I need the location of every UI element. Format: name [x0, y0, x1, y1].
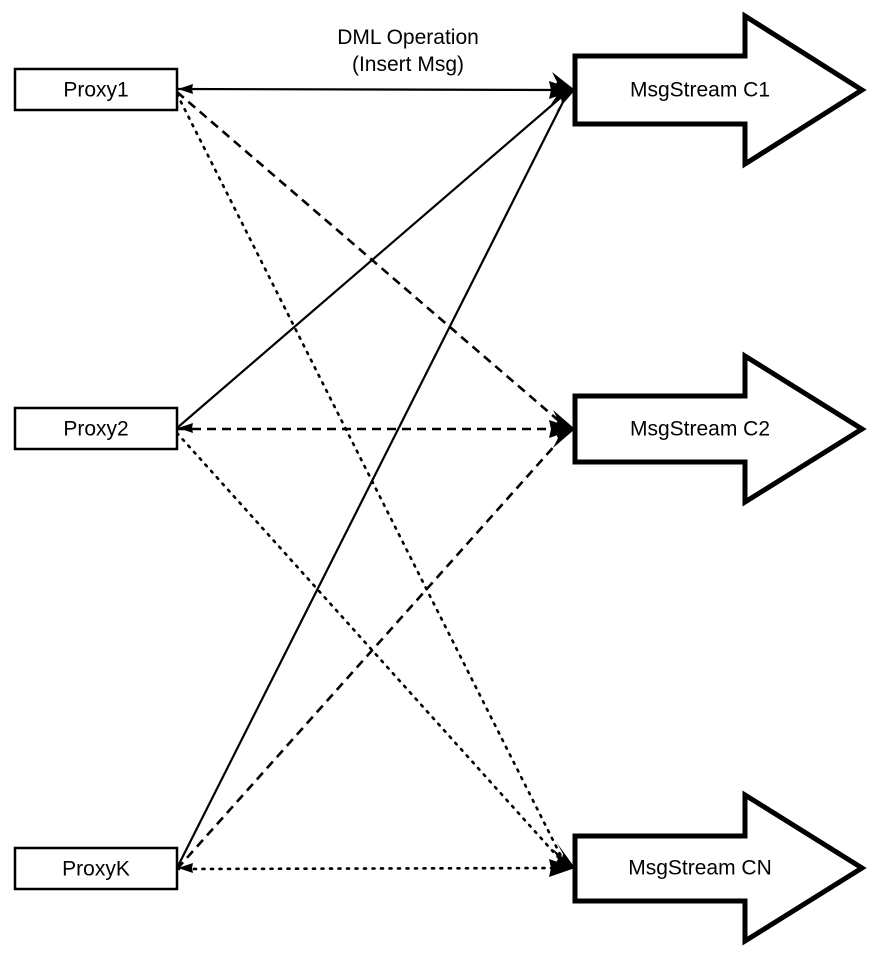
- proxy-label: ProxyK: [62, 858, 130, 881]
- arrowhead-icon: [178, 84, 193, 94]
- arrow-tips-layer: [178, 72, 575, 877]
- proxy-label: Proxy1: [63, 79, 128, 102]
- arrowhead-icon: [557, 843, 575, 868]
- arrowhead-icon: [552, 72, 575, 90]
- link-proxy1-c1[interactable]: [176, 87, 567, 92]
- arrowhead-icon: [549, 859, 575, 877]
- arrowhead-cluster-cn: [549, 843, 575, 877]
- link-proxyk-cn[interactable]: [175, 866, 568, 871]
- stream-label: MsgStream C2: [630, 418, 770, 441]
- arrowhead-icon: [549, 420, 575, 438]
- proxy-node-proxy1[interactable]: Proxy1: [13, 67, 179, 112]
- stream-arrow-shape[interactable]: [572, 351, 867, 507]
- proxy-node-proxyk[interactable]: ProxyK: [13, 846, 179, 891]
- edge-annotation-dml: DML Operation (Insert Msg): [337, 26, 479, 76]
- links-layer: [175, 87, 568, 871]
- proxy-label: Proxy2: [63, 418, 128, 441]
- proxy-box[interactable]: [13, 846, 179, 891]
- stream-node-cn[interactable]: MsgStream CN: [572, 790, 867, 946]
- arrowhead-icon: [553, 410, 575, 429]
- stream-node-c1[interactable]: MsgStream C1: [572, 11, 867, 169]
- stream-arrow-shape[interactable]: [572, 11, 867, 169]
- arrowhead-icon: [178, 423, 193, 433]
- stream-arrow-shape[interactable]: [572, 790, 867, 946]
- stream-node-c2[interactable]: MsgStream C2: [572, 351, 867, 507]
- link-proxyk-c2[interactable]: [176, 432, 567, 870]
- proxy-box[interactable]: [13, 67, 179, 112]
- stream-label: MsgStream CN: [628, 857, 772, 880]
- proxy-node-proxy2[interactable]: Proxy2: [13, 406, 179, 451]
- arrowhead-icon: [178, 863, 193, 873]
- link-proxy2-c1[interactable]: [176, 92, 567, 429]
- stream-label: MsgStream C1: [630, 79, 770, 102]
- arrowhead-icon: [556, 90, 575, 112]
- proxy-box[interactable]: [13, 406, 179, 451]
- proxy-nodes-layer: Proxy1 Proxy2 ProxyK: [13, 67, 179, 891]
- link-proxyk-c1[interactable]: [176, 95, 567, 869]
- stream-nodes-layer: MsgStream C1 MsgStream C2 MsgStream CN: [572, 11, 867, 946]
- annotation-line-1: DML Operation: [337, 26, 479, 49]
- annotation-line-2: (Insert Msg): [352, 53, 464, 76]
- arrowhead-cluster-c2: [549, 410, 575, 448]
- arrowhead-cluster-c1: [549, 72, 575, 112]
- arrowhead-icon: [553, 429, 575, 448]
